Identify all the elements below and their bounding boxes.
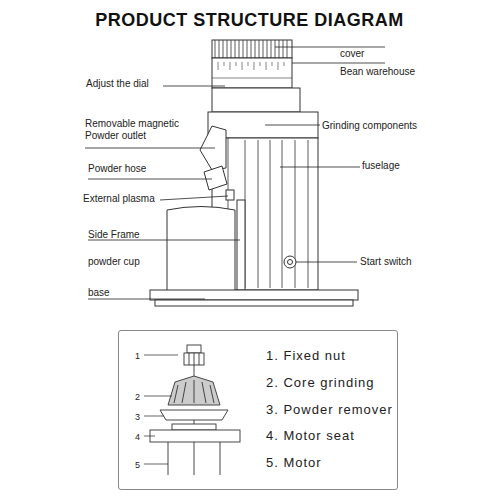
callout-number: 3 — [135, 412, 140, 422]
callout-number: 5 — [135, 460, 140, 470]
part-label: Removable magnetic Powder outlet — [85, 118, 197, 142]
part-label: Adjust the dial — [86, 78, 149, 90]
part-label: External plasma — [83, 193, 155, 205]
diagram-title: PRODUCT STRUCTURE DIAGRAM — [0, 10, 499, 31]
parts-list-box: 1 2 3 4 5 1. Fixed nut 2. Core grinding 3. Powd… — [118, 330, 398, 490]
part-list-item: 1. Fixed nut — [266, 348, 346, 363]
part-label: Bean warehouse — [340, 66, 415, 78]
callout-number: 1 — [135, 351, 140, 361]
part-label: Powder hose — [88, 163, 146, 175]
part-list-item: 4. Motor seat — [266, 428, 355, 443]
part-list-item: 3. Powder remover — [266, 402, 393, 417]
callout-number: 4 — [135, 432, 140, 442]
callout-number: 2 — [135, 392, 140, 402]
part-label: Grinding components — [322, 120, 417, 132]
part-list-item: 2. Core grinding — [266, 375, 375, 390]
part-label: cover — [340, 48, 364, 60]
part-label: Start switch — [360, 256, 412, 268]
part-label: fuselage — [362, 160, 400, 172]
part-label: Side Frame — [88, 229, 140, 241]
part-label: powder cup — [88, 256, 140, 268]
part-label: base — [88, 287, 110, 299]
part-list-item: 5. Motor — [266, 455, 322, 470]
